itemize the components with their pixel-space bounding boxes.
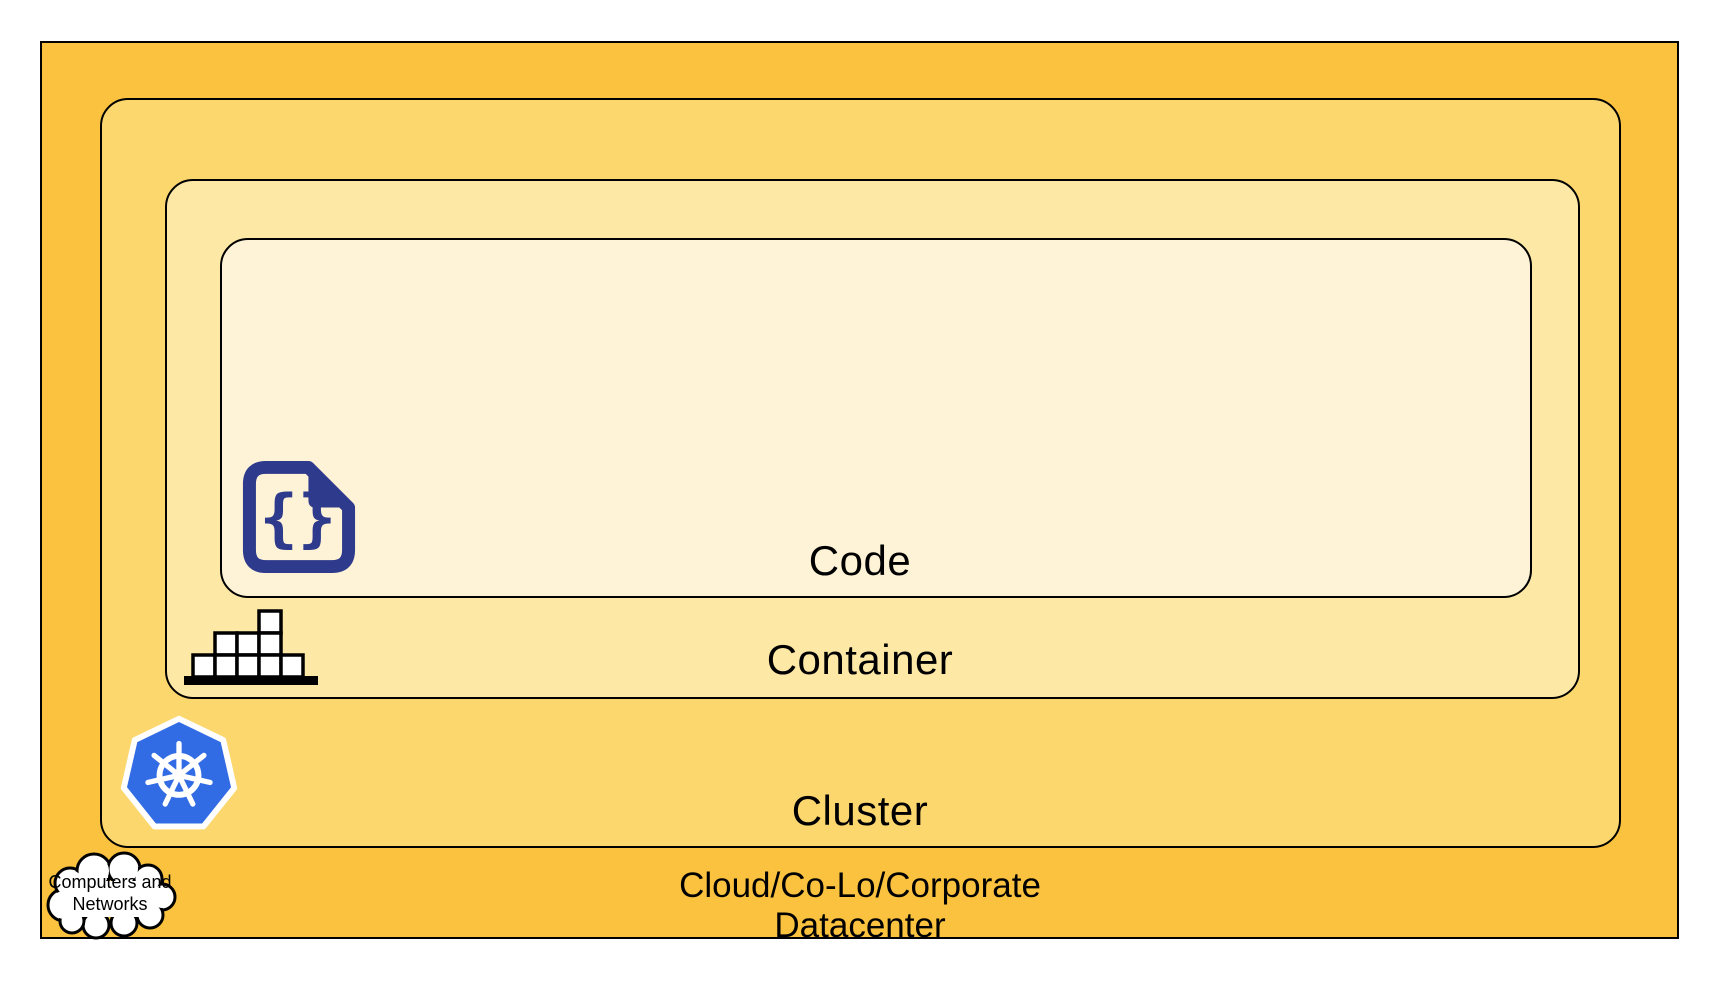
kubernetes-icon xyxy=(120,712,238,834)
datacenter-label-line1: Cloud/Co-Lo/Corporate xyxy=(679,866,1041,905)
code-file-icon-svg: {} xyxy=(242,460,356,574)
cloud-body xyxy=(50,855,173,936)
code-label: Code xyxy=(808,537,912,584)
container-boxes-icon xyxy=(183,608,319,686)
datacenter-label-line2: Datacenter xyxy=(774,906,946,945)
code-file-icon: {} xyxy=(240,456,358,578)
datacenter-label: Cloud/Co-Lo/Corporate Datacenter xyxy=(0,866,1720,946)
code-layer-rect xyxy=(220,238,1532,598)
folded-corner xyxy=(308,463,353,508)
kubernetes-svg xyxy=(120,715,238,830)
cloud-svg xyxy=(46,851,177,940)
crate-stack xyxy=(191,609,305,679)
container-label: Container xyxy=(766,636,954,683)
braces-glyph: {} xyxy=(259,481,336,555)
pallet-base xyxy=(184,676,318,685)
cloud-icon: Computers and Networks xyxy=(36,849,184,945)
cloud-callout-line1: Computers and xyxy=(48,872,172,892)
cloud-callout-text: Computers and Networks xyxy=(36,871,184,915)
container-boxes-svg xyxy=(184,609,318,685)
cloud-callout-line2: Networks xyxy=(72,894,148,914)
cluster-label: Cluster xyxy=(791,787,929,834)
document-outline xyxy=(242,460,356,574)
wheel-hub xyxy=(172,768,186,782)
